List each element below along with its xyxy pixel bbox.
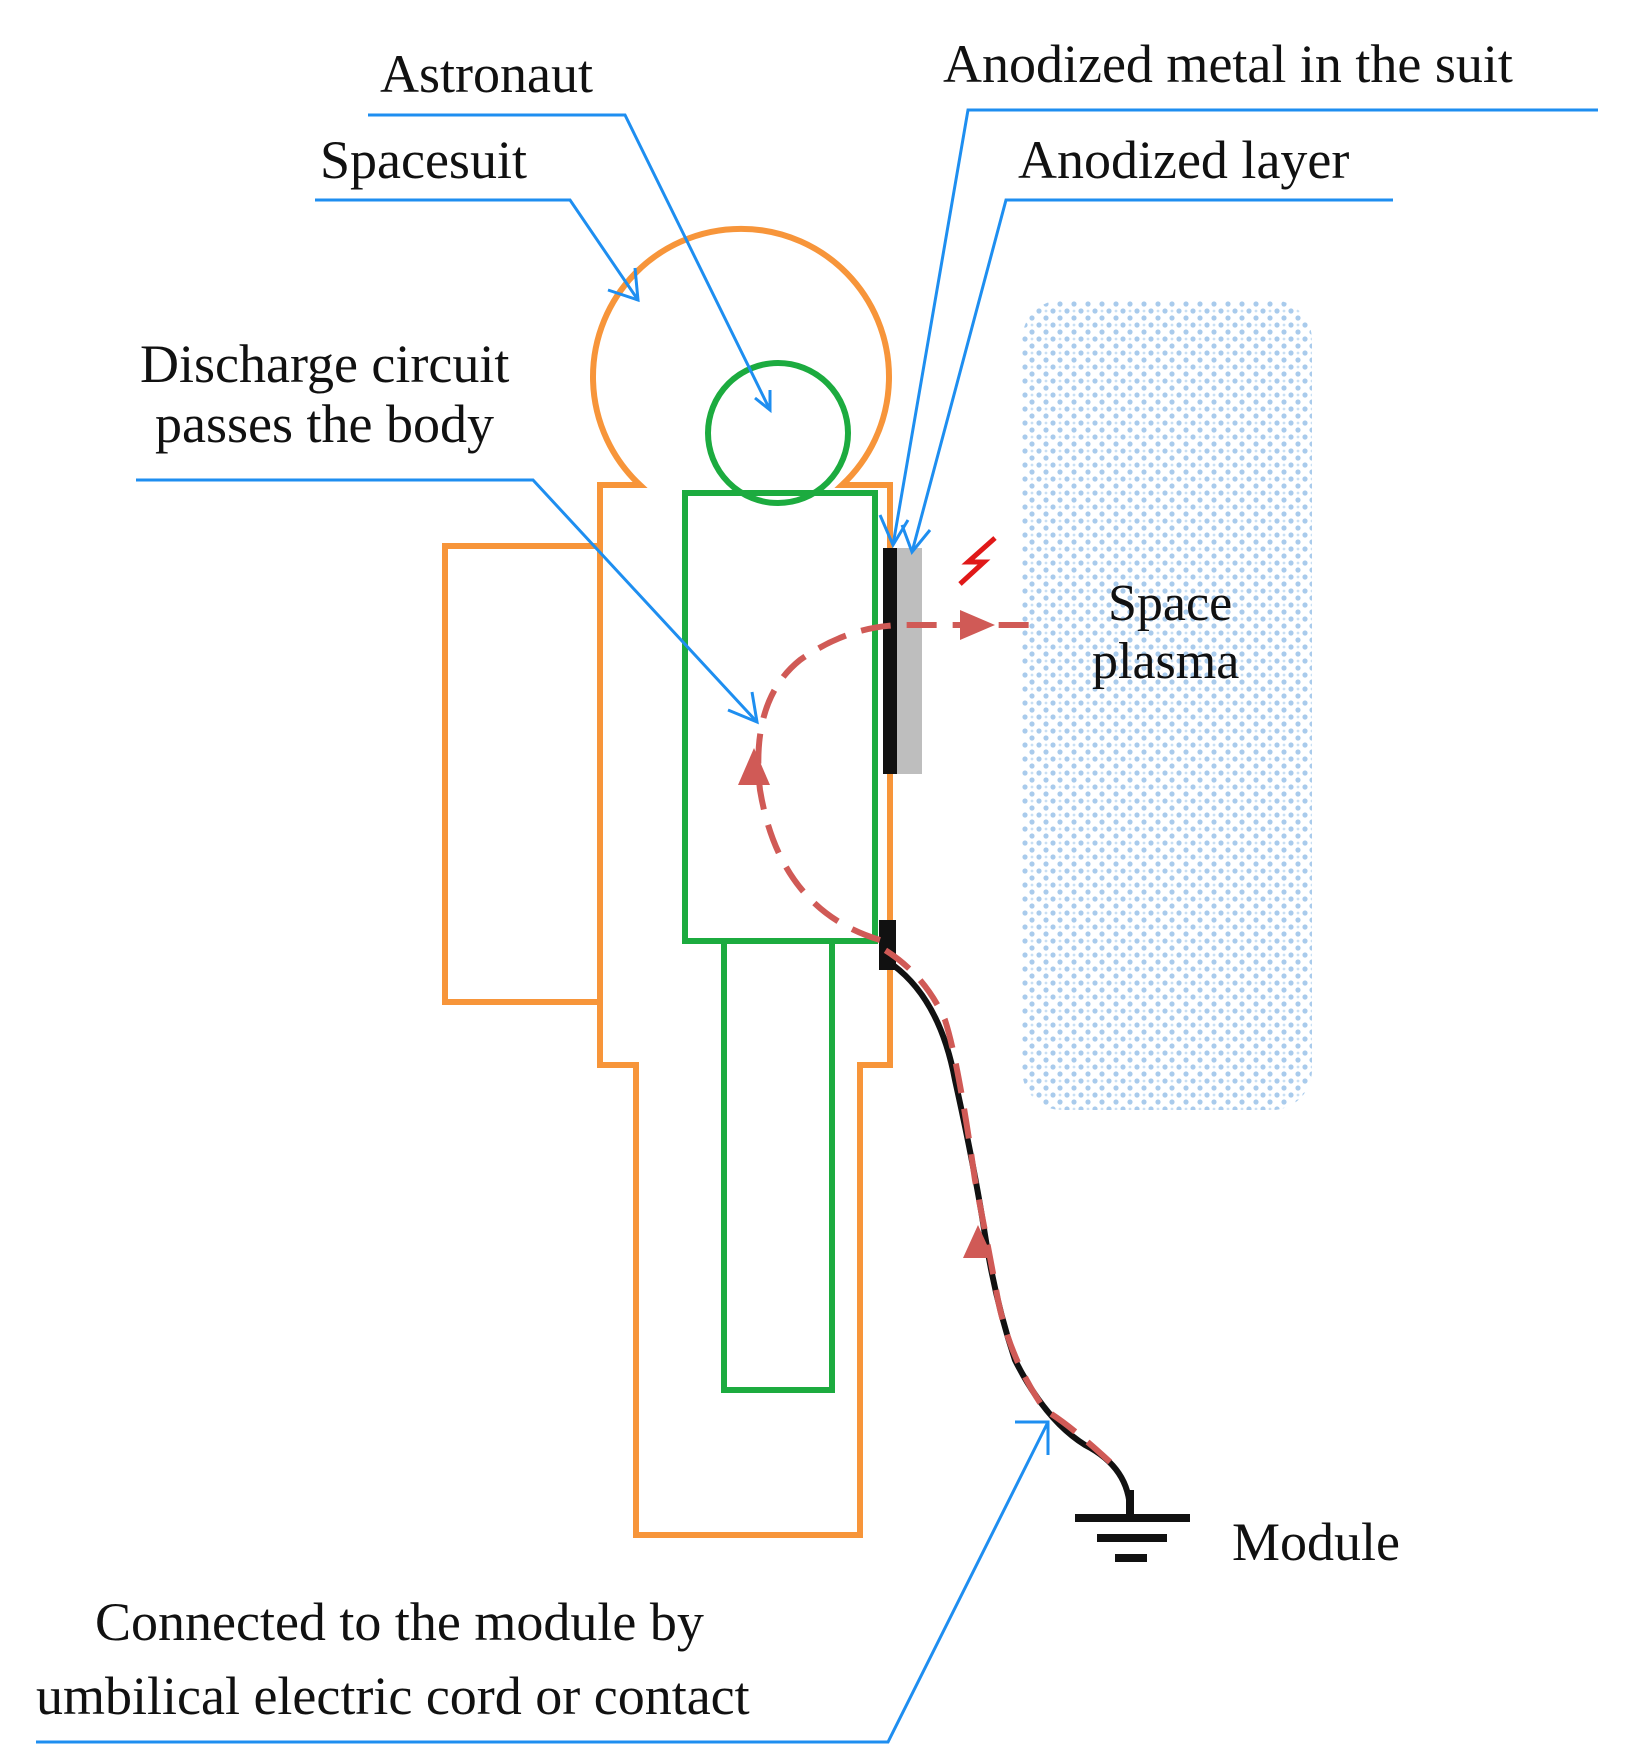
label-plasma: plasma: [1092, 633, 1239, 690]
callout-lines: [36, 108, 1598, 1744]
astronaut-legs: [721, 938, 835, 1393]
label-spacesuit: Spacesuit: [320, 130, 527, 190]
label-discharge-line2: passes the body: [155, 394, 494, 454]
astronaut-head: [705, 360, 851, 506]
callout-discharge: [136, 478, 759, 724]
ground-symbol-icon: [1075, 1490, 1190, 1562]
callout-astronaut: [368, 113, 772, 411]
label-astronaut: Astronaut: [380, 44, 593, 104]
discharge-arrow-cord: [963, 1225, 993, 1258]
space-plasma-region: [1022, 300, 1312, 1110]
label-discharge-line1: Discharge circuit: [140, 334, 509, 394]
umbilical-cord: [891, 962, 1133, 1513]
label-connected-line1: Connected to the module by: [95, 1592, 704, 1652]
label-space: Space: [1108, 575, 1232, 632]
astronaut-torso: [682, 490, 878, 944]
spacesuit-outline: [442, 225, 893, 1538]
discharge-path: [755, 622, 1113, 1465]
label-connected-line2: umbilical electric cord or contact: [36, 1666, 750, 1726]
contact-block: [879, 920, 896, 970]
label-module: Module: [1232, 1512, 1400, 1572]
astronaut-body: [682, 360, 878, 1393]
callout-anodized-metal: [891, 108, 1598, 546]
callout-spacesuit: [315, 198, 640, 301]
backpack: [442, 543, 603, 1005]
label-anodized-metal: Anodized metal in the suit: [943, 34, 1513, 94]
label-anodized-layer: Anodized layer: [1018, 130, 1349, 190]
discharge-arrow-body: [738, 748, 770, 785]
discharge-arrow-plasma: [960, 610, 995, 640]
callout-connected: [36, 1421, 1050, 1744]
anodized-metal: [883, 548, 897, 774]
anodized-layer: [894, 548, 922, 774]
callout-anodized-layer: [910, 198, 1393, 553]
lightning-bolt-icon: [958, 536, 997, 586]
